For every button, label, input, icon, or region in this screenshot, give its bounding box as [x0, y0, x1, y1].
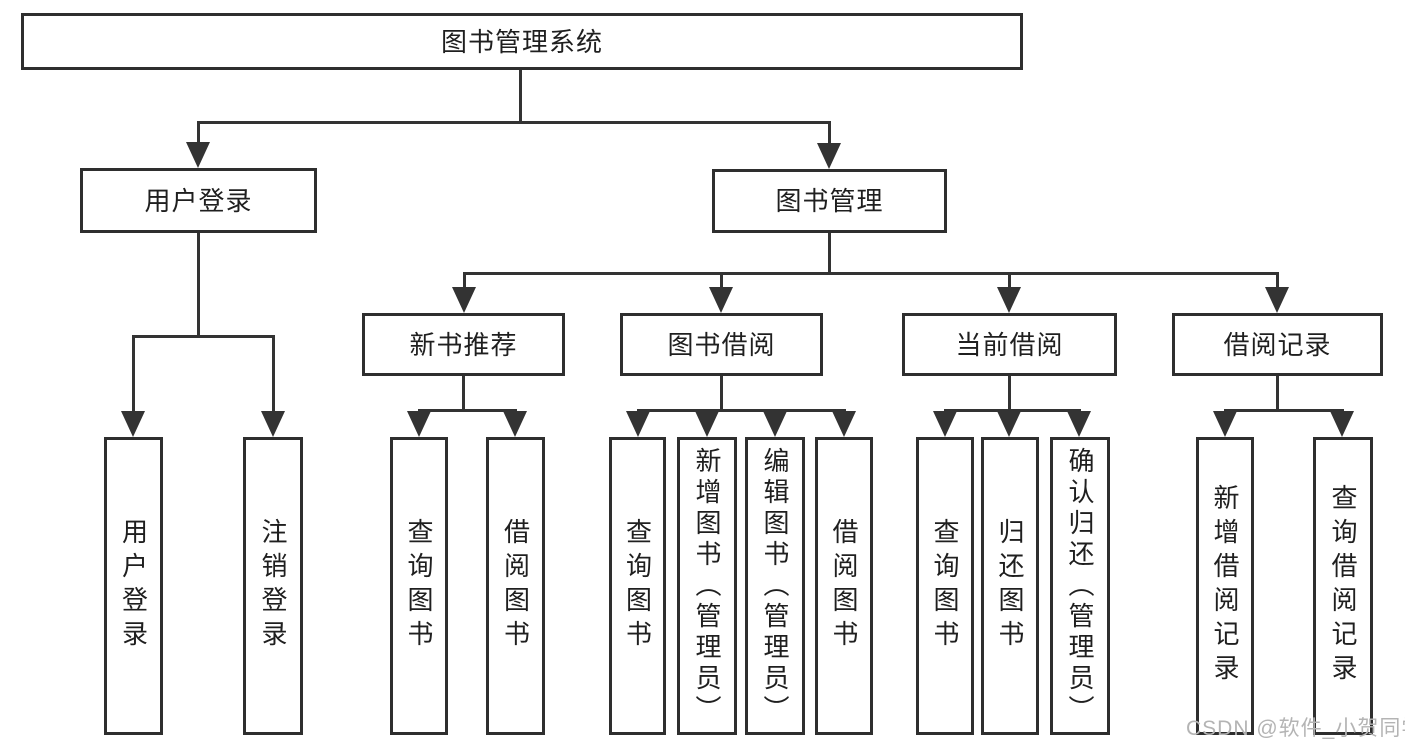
node-label: 查询借阅记录	[1328, 484, 1358, 688]
node-return-books: 归还图书	[981, 437, 1039, 735]
arrowhead-icon	[1213, 411, 1237, 437]
arrowhead-icon	[1067, 411, 1091, 437]
connector-drop-user-login-leaf	[132, 335, 135, 413]
node-label: 用户登录	[144, 185, 253, 216]
node-label: 用户登录	[118, 518, 149, 654]
node-borrowing-records: 借阅记录	[1172, 313, 1383, 376]
node-label: 图书管理	[775, 186, 884, 216]
connector-curborrow-bus	[944, 409, 1081, 412]
arrowhead-icon	[997, 411, 1021, 437]
node-label: 确认归还（管理员）	[1065, 446, 1095, 726]
node-confirm-return-admin: 确认归还（管理员）	[1050, 437, 1110, 735]
connector-curborrow-stem	[1008, 376, 1011, 412]
connector-drop-bborrow	[720, 272, 723, 290]
node-label: 归还图书	[995, 518, 1025, 654]
connector-bookmgmt-stem	[828, 233, 831, 273]
arrowhead-icon	[933, 411, 957, 437]
connector-drop-curborrow	[1008, 272, 1011, 290]
node-label: 查询图书	[930, 518, 960, 654]
connector-root-bus	[197, 121, 831, 124]
arrowhead-icon	[1330, 411, 1354, 437]
node-user-login: 用户登录	[80, 168, 317, 233]
node-current-borrowing: 当前借阅	[902, 313, 1117, 376]
connector-drop-logout	[272, 335, 275, 413]
node-label: 查询图书	[622, 518, 653, 654]
node-add-books-admin: 新增图书（管理员）	[677, 437, 737, 735]
node-label: 借阅图书	[500, 518, 531, 654]
node-label: 新增借阅记录	[1210, 484, 1240, 688]
node-add-borrow-record: 新增借阅记录	[1196, 437, 1254, 735]
csdn-watermark: CSDN @软件_小贺同学	[1186, 717, 1405, 740]
node-borrow-books-1: 借阅图书	[486, 437, 545, 735]
connector-newrec-stem	[462, 376, 465, 412]
connector-drop-book-mgmt	[828, 121, 831, 147]
arrowhead-icon	[121, 411, 145, 437]
arrowhead-icon	[261, 411, 285, 437]
arrowhead-icon	[709, 287, 733, 313]
arrowhead-icon	[503, 411, 527, 437]
node-label: 新增图书（管理员）	[692, 446, 722, 726]
node-label: 图书借阅	[667, 329, 776, 360]
node-label: 注销登录	[258, 518, 288, 654]
connector-root-stem	[519, 70, 522, 122]
node-logout: 注销登录	[243, 437, 303, 735]
connector-bborrow-bus	[637, 409, 845, 412]
connector-drop-newrec	[463, 272, 466, 290]
node-user-login-leaf: 用户登录	[104, 437, 163, 735]
node-query-borrow-record: 查询借阅记录	[1313, 437, 1373, 735]
arrowhead-icon	[695, 411, 719, 437]
node-query-books-1: 查询图书	[390, 437, 448, 735]
connector-bborrow-stem	[720, 376, 723, 412]
node-label: 当前借阅	[955, 329, 1064, 360]
connector-newrec-bus	[418, 409, 517, 412]
node-label: 借阅图书	[829, 518, 859, 654]
connector-userlogin-stem	[197, 233, 200, 336]
arrowhead-icon	[407, 411, 431, 437]
connector-bookmgmt-bus	[463, 272, 1278, 275]
arrowhead-icon	[626, 411, 650, 437]
arrowhead-icon	[763, 411, 787, 437]
node-borrow-books-2: 借阅图书	[815, 437, 873, 735]
node-query-books-3: 查询图书	[916, 437, 974, 735]
node-book-management: 图书管理	[712, 169, 947, 233]
connector-userlogin-bus	[132, 335, 275, 338]
node-query-books-2: 查询图书	[609, 437, 666, 735]
connector-drop-user-login	[197, 121, 200, 146]
node-library-management-system: 图书管理系统	[21, 13, 1023, 70]
arrowhead-icon	[186, 142, 210, 168]
node-label: 查询图书	[404, 518, 434, 654]
node-label: 编辑图书（管理员）	[760, 446, 790, 726]
connector-brecords-bus	[1224, 409, 1344, 412]
arrowhead-icon	[832, 411, 856, 437]
node-new-book-recommendation: 新书推荐	[362, 313, 565, 376]
connector-drop-brecords	[1276, 272, 1279, 290]
node-label: 借阅记录	[1223, 329, 1332, 360]
arrowhead-icon	[452, 287, 476, 313]
node-book-borrowing: 图书借阅	[620, 313, 823, 376]
arrowhead-icon	[1265, 287, 1289, 313]
node-edit-books-admin: 编辑图书（管理员）	[745, 437, 805, 735]
arrowhead-icon	[817, 143, 841, 169]
connector-brecords-stem	[1276, 376, 1279, 412]
arrowhead-icon	[997, 287, 1021, 313]
node-label: 新书推荐	[409, 329, 518, 360]
node-label: 图书管理系统	[440, 26, 603, 57]
